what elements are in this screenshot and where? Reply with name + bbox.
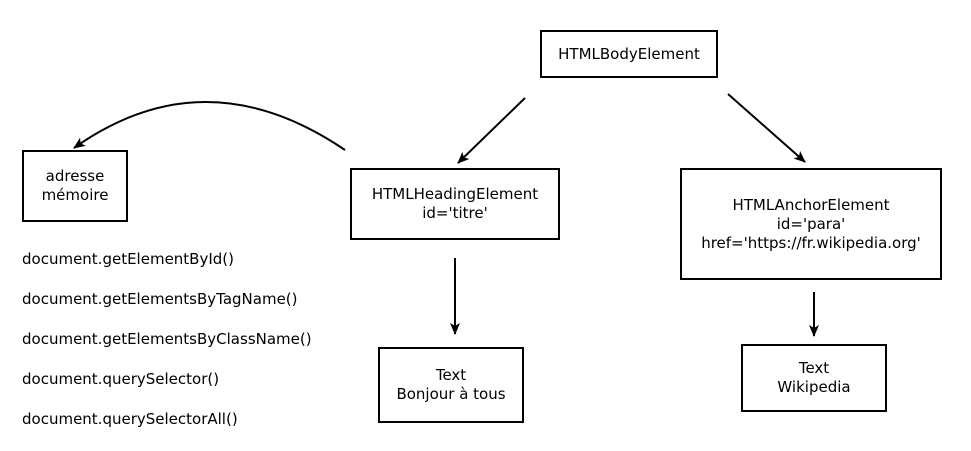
arrow-body-to-heading <box>457 97 526 164</box>
arrow-body-to-anchor <box>727 93 806 163</box>
node-html-body-element: HTMLBodyElement <box>540 30 718 78</box>
node-text: Wikipedia <box>777 378 851 396</box>
node-type: Text <box>435 366 467 384</box>
node-label: HTMLHeadingElement <box>371 185 539 203</box>
node-text-anchor: Text Wikipedia <box>741 344 887 412</box>
node-href: href='https://fr.wikipedia.org' <box>701 233 921 252</box>
method-get-elements-by-class-name: document.getElementsByClassName() <box>22 330 312 348</box>
node-id: id='titre' <box>422 204 488 222</box>
method-query-selector-all: document.querySelectorAll() <box>22 410 238 428</box>
arrow-heading-to-memory <box>73 101 346 151</box>
node-text-heading: Text Bonjour à tous <box>378 347 524 423</box>
node-id: id='para' <box>776 214 846 233</box>
node-label: HTMLBodyElement <box>558 44 700 63</box>
method-get-elements-by-tag-name: document.getElementsByTagName() <box>22 290 298 308</box>
node-html-heading-element: HTMLHeadingElement id='titre' <box>350 168 560 240</box>
node-label: adresse <box>45 167 105 185</box>
node-html-anchor-element: HTMLAnchorElement id='para' href='https:… <box>680 168 942 280</box>
node-label-2: mémoire <box>41 186 109 204</box>
method-get-element-by-id: document.getElementById() <box>22 250 234 268</box>
node-memory-address: adresse mémoire <box>22 150 128 222</box>
method-query-selector: document.querySelector() <box>22 370 220 388</box>
node-label: HTMLAnchorElement <box>732 195 890 214</box>
node-type: Text <box>798 359 830 377</box>
node-text: Bonjour à tous <box>396 385 506 403</box>
